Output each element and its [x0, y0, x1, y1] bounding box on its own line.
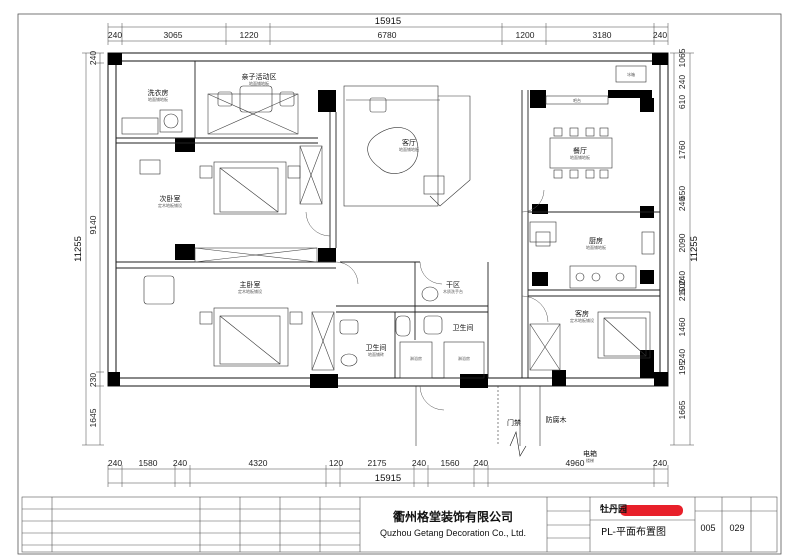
bottom-dim-7: 240: [412, 458, 426, 468]
label-bathroom-2: 卫生间: [453, 323, 474, 332]
wardrobes: [194, 93, 561, 371]
sub-living-room: 地面铺地板: [399, 146, 419, 152]
bottom-dimensions: [107, 465, 669, 487]
top-dim-5: 1200: [516, 30, 535, 40]
right-dim-10: 210: [677, 287, 687, 301]
top-total-dimension: 15915: [375, 16, 401, 27]
top-dim-1: 240: [108, 30, 122, 40]
label-bathroom-1: 卫生间: [366, 343, 387, 352]
sub-dry-area: 木质洗手台: [443, 288, 463, 294]
right-dim-14: 1665: [677, 400, 687, 419]
sub-guest-room: 定木地板铺设: [570, 317, 594, 323]
label-living-room: 客厅: [402, 138, 416, 147]
label-kids-area: 亲子活动区: [242, 72, 277, 81]
drawing-name: PL-平面布置图: [601, 526, 666, 538]
label-shower-2: 淋浴房: [458, 355, 470, 361]
bottom-dim-1: 240: [108, 458, 122, 468]
right-dim-11: 1460: [677, 317, 687, 336]
bottom-dim-6: 2175: [368, 458, 387, 468]
bottom-dim-10: 4960: [566, 458, 585, 468]
right-dim-12: 240: [677, 349, 687, 363]
top-dim-4: 6780: [378, 30, 397, 40]
right-dim-9: 500: [677, 279, 687, 293]
title-block: [21, 496, 778, 553]
left-dimensions: [82, 52, 104, 446]
label-fridge: 冰箱: [627, 71, 635, 77]
sub-meter-box: 楼梯: [586, 457, 594, 463]
sub-dining-room: 地面铺地板: [570, 154, 590, 160]
bottom-dim-9: 240: [474, 458, 488, 468]
right-dim-2: 240: [677, 75, 687, 89]
sub-kitchen: 地面铺地板: [586, 244, 606, 250]
redaction-mark: [620, 505, 683, 516]
right-dimensions: [670, 52, 694, 446]
label-dry-area: 干区: [446, 281, 460, 289]
label-entrance: 门禁: [507, 418, 521, 427]
bottom-dim-8: 1560: [441, 458, 460, 468]
bottom-dim-3: 240: [173, 458, 187, 468]
bottom-total-dimension: 15915: [375, 473, 401, 484]
right-dim-5: 650: [677, 186, 687, 200]
interior-walls: [116, 61, 660, 378]
sub-laundry: 地面铺地板: [148, 96, 168, 102]
bottom-dim-11: 240: [653, 458, 667, 468]
left-dim-4: 1645: [88, 408, 98, 427]
right-dim-7: 2090: [677, 233, 687, 252]
company-name-cn: 衢州格堂装饰有限公司: [393, 509, 513, 524]
left-dim-3: 230: [88, 373, 98, 387]
sub-kids-area: 地面铺地板: [249, 80, 269, 86]
sheet-number: 005: [700, 523, 715, 533]
top-dim-2: 3065: [164, 30, 183, 40]
right-dim-13: 195: [677, 361, 687, 375]
door-arcs: [305, 189, 549, 411]
label-second-bedroom: 次卧室: [160, 194, 181, 203]
label-kitchen: 厨房: [589, 236, 603, 245]
top-dim-7: 240: [653, 30, 667, 40]
label-laundry: 洗衣房: [148, 88, 169, 97]
label-dining-room: 餐厅: [573, 146, 587, 155]
left-total-dimension: 11255: [73, 236, 84, 262]
left-dim-1: 240: [88, 51, 98, 65]
sheet-total: 029: [729, 523, 744, 533]
top-dim-6: 3180: [593, 30, 612, 40]
right-dim-4: 1760: [677, 140, 687, 159]
label-shoe-cabinet: 防腐木: [546, 415, 567, 424]
project-name: 牡丹园: [600, 503, 627, 515]
bottom-dim-2: 1580: [139, 458, 158, 468]
structural-columns: [108, 53, 668, 388]
sub-master-bedroom: 定木地板铺设: [238, 288, 262, 294]
right-dim-6: 240: [677, 197, 687, 211]
furniture: [121, 65, 655, 457]
right-dim-labels: 1065240610176065024020902405002101460240…: [677, 48, 687, 419]
label-meter-box: 电箱: [583, 449, 597, 458]
right-total-dimension: 11255: [689, 236, 700, 262]
bottom-dim-5: 120: [329, 458, 343, 468]
top-dimensions: [107, 23, 669, 45]
bottom-dim-4: 4320: [249, 458, 268, 468]
label-guest-room: 客房: [575, 309, 589, 318]
sub-second-bedroom: 定木地板铺设: [158, 202, 182, 208]
top-dim-3: 1220: [240, 30, 259, 40]
right-dim-1: 1065: [677, 48, 687, 67]
right-dim-8: 240: [677, 271, 687, 285]
sheet-border: [17, 13, 782, 555]
company-name-en: Quzhou Getang Decoration Co., Ltd.: [380, 528, 526, 538]
label-counter: 吧台: [573, 97, 581, 103]
label-master-bedroom: 主卧室: [240, 280, 261, 289]
left-dim-2: 9140: [88, 215, 98, 234]
right-dim-3: 610: [677, 95, 687, 109]
sub-bathroom-1: 地面铺砖: [368, 351, 384, 357]
label-shower-1: 淋浴房: [410, 355, 422, 361]
outer-walls: [107, 52, 669, 387]
